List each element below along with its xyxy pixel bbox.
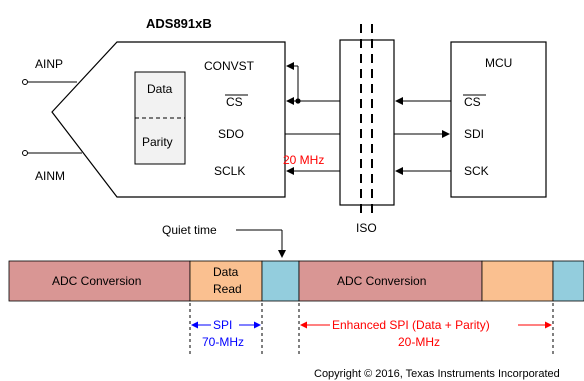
pin-convst-label: CONVST (204, 59, 255, 73)
timeline-data-read-line2: Read (213, 282, 242, 296)
timeline-segment-adc-conversion-2 (298, 260, 483, 302)
register-data-label: Data (147, 82, 173, 96)
mcu-title: MCU (485, 56, 512, 70)
ainm-terminal (22, 150, 28, 156)
timeline-segment-data-read-2 (481, 260, 554, 302)
adc-part-name: ADS891xB (146, 16, 212, 31)
timeline-segment-data-read (189, 260, 263, 302)
timeline-adc-conversion-2-label: ADC Conversion (337, 274, 426, 288)
mcu-sck-label: SCK (464, 164, 489, 178)
spi-freq-label: 70-MHz (202, 335, 244, 349)
ainm-label: AINM (35, 169, 65, 183)
pin-sdo-label: SDO (218, 127, 244, 141)
cs-junction-dot (295, 98, 301, 104)
timeline-segment-adc-conversion-1 (8, 260, 191, 302)
pin-cs-label: CS (226, 95, 243, 109)
clock-freq-label: 20 MHz (283, 153, 324, 167)
copyright-notice: Copyright © 2016, Texas Instruments Inco… (314, 368, 560, 380)
timeline-data-read-line1: Data (213, 265, 239, 279)
ainp-terminal (22, 79, 28, 85)
timeline-segment-quiet-1 (261, 260, 300, 302)
spi-label: SPI (213, 318, 232, 332)
iso-label: ISO (356, 221, 377, 235)
mcu-sdi-label: SDI (464, 127, 484, 141)
quiet-time-label: Quiet time (162, 223, 217, 237)
timeline-segment-quiet-2 (552, 260, 584, 302)
ainp-label: AINP (35, 57, 63, 71)
enhanced-spi-freq-label: 20-MHz (398, 335, 440, 349)
mcu-block (450, 41, 547, 198)
enhanced-spi-label: Enhanced SPI (Data + Parity) (332, 318, 490, 332)
mcu-cs-label: CS (464, 95, 481, 109)
timeline-adc-conversion-1-label: ADC Conversion (52, 274, 141, 288)
register-parity-label: Parity (142, 135, 173, 149)
iso-block (339, 39, 395, 206)
pin-sclk-label: SCLK (214, 164, 245, 178)
